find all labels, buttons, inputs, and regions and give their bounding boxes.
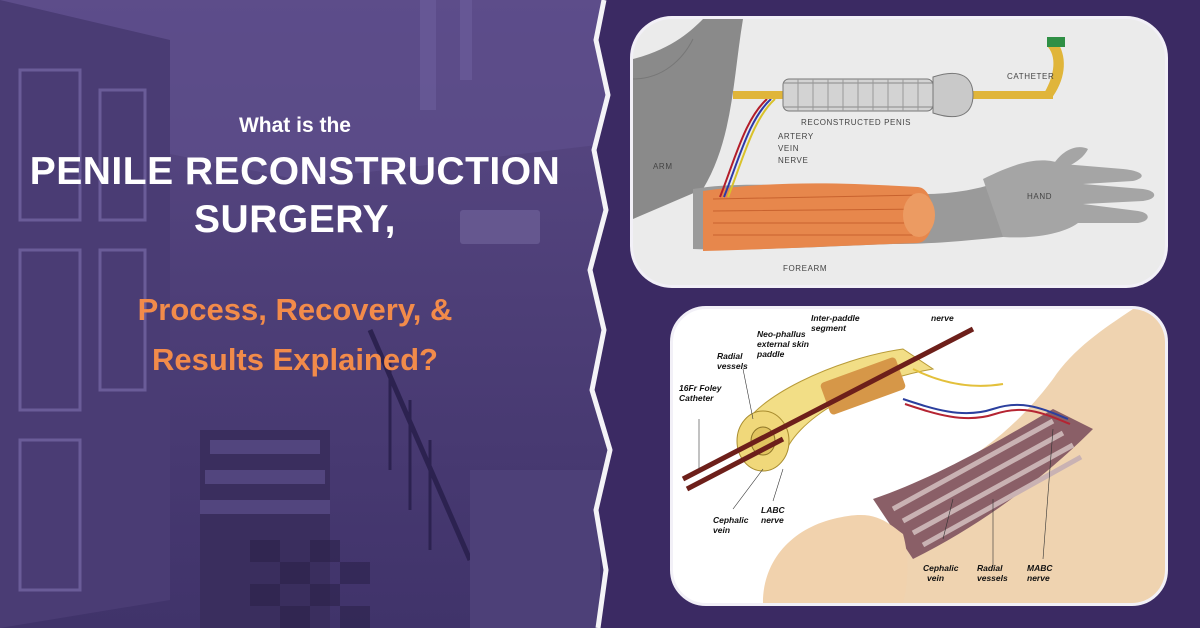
label-cephalic-2: vein (713, 525, 730, 535)
label-inter-paddle-2: segment (811, 323, 847, 333)
label-catheter: CATHETER (1007, 72, 1054, 81)
label-inter-paddle-1: Inter-paddle (811, 313, 860, 323)
headline-sub-line-1: Process, Recovery, & (137, 292, 453, 327)
label-cephalic-b-2: vein (927, 573, 944, 583)
label-hand: HAND (1027, 192, 1052, 201)
arm-sketch-card: RECONSTRUCTED PENIS CATHETER ARTERY VEIN… (630, 16, 1168, 288)
label-nerve: NERVE (778, 156, 808, 165)
label-vein: VEIN (778, 144, 799, 153)
label-cephalic-1: Cephalic (713, 515, 749, 525)
label-neo-phallus-3: paddle (756, 349, 785, 359)
hallway-photo (0, 0, 610, 628)
headline-sub-line-2: Results Explained? (152, 342, 438, 377)
label-labc-1: LABC (761, 505, 785, 515)
label-cephalic-b-1: Cephalic (923, 563, 959, 573)
flap-diagram-illustration: Inter-paddle segment nerve Neo-phallus e… (679, 309, 1165, 603)
headline-main-line-1: PENILE RECONSTRUCTION (29, 150, 561, 193)
label-labc-2: nerve (761, 515, 784, 525)
headline-intro: What is the (238, 114, 351, 137)
arm-sketch-illustration: RECONSTRUCTED PENIS CATHETER ARTERY VEIN… (633, 19, 1155, 273)
label-mabc-1: MABC (1027, 563, 1053, 573)
label-radial-vessels-2: vessels (717, 361, 748, 371)
label-radial-b-2: vessels (977, 573, 1008, 583)
label-mabc-2: nerve (1027, 573, 1050, 583)
label-neo-phallus-1: Neo-phallus (757, 329, 806, 339)
headline-main-line-2: SURGERY, (194, 198, 396, 241)
label-reconstructed: RECONSTRUCTED PENIS (801, 118, 911, 127)
label-radial-vessels-1: Radial (717, 351, 743, 361)
flap-diagram-card: Inter-paddle segment nerve Neo-phallus e… (670, 306, 1168, 606)
label-nerve-top: nerve (931, 313, 954, 323)
label-artery: ARTERY (778, 132, 814, 141)
label-neo-phallus-2: external skin (757, 339, 809, 349)
label-foley-2: Catheter (679, 393, 714, 403)
label-arm: ARM (653, 162, 673, 171)
label-radial-b-1: Radial (977, 563, 1003, 573)
label-forearm: FOREARM (783, 264, 827, 273)
label-foley-1: 16Fr Foley (679, 383, 723, 393)
background-photo-panel (0, 0, 610, 628)
